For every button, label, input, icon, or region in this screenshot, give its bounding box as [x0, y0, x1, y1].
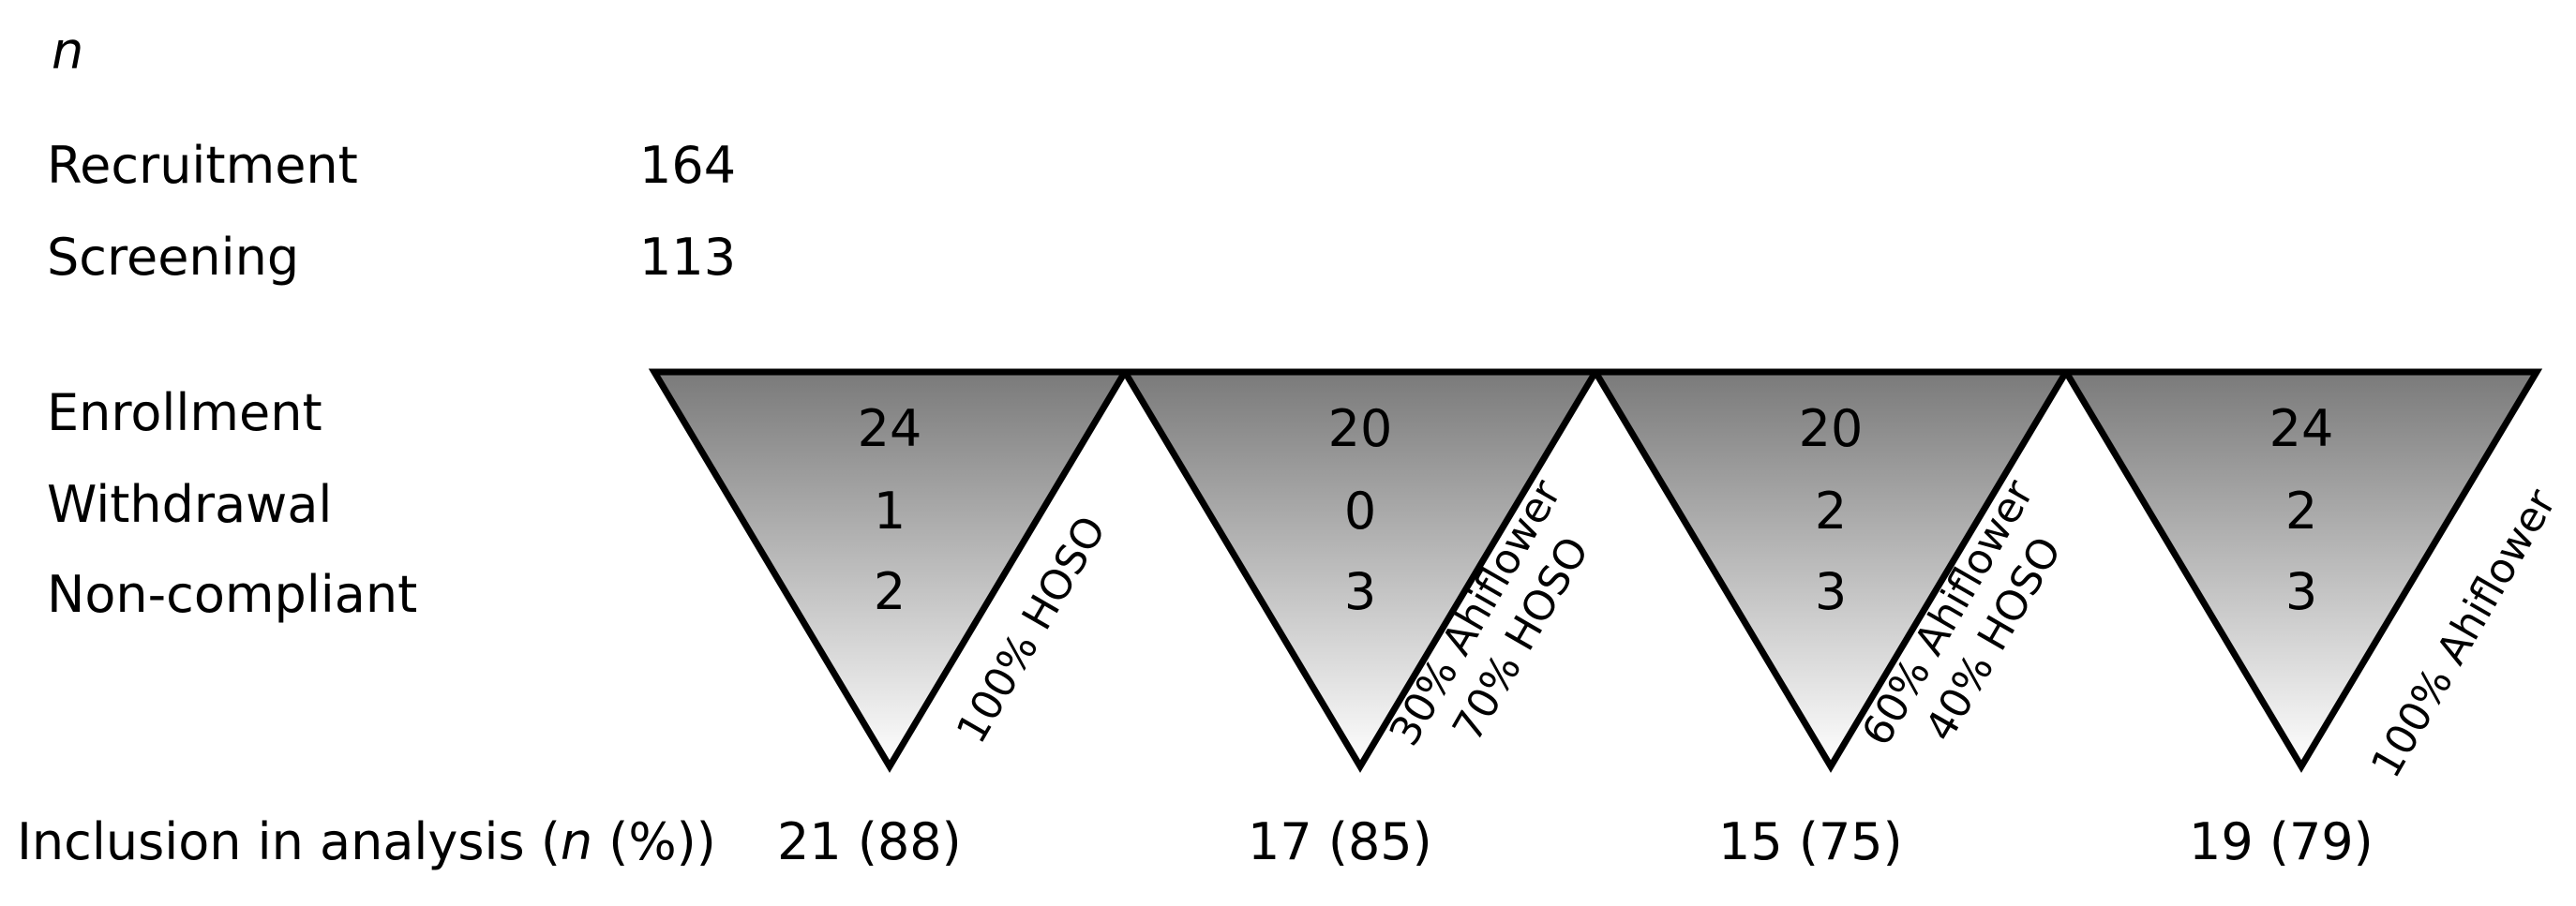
recruitment-label: Recruitment	[47, 136, 358, 195]
group-2-inclusion-value: 17 (85)	[1248, 812, 1432, 871]
group-2-enrollment-value: 20	[1328, 399, 1393, 458]
group-1-enrollment-value: 24	[858, 399, 922, 458]
noncompliant-label: Non-compliant	[47, 565, 418, 624]
group-3-inclusion-value: 15 (75)	[1718, 812, 1903, 871]
group-1-noncompliant-value: 2	[874, 562, 906, 621]
group-2-withdrawal-value: 0	[1344, 482, 1376, 541]
group-1-inclusion-value: 21 (88)	[777, 812, 962, 871]
group-2-noncompliant-value: 3	[1344, 562, 1376, 621]
group-4-noncompliant-value: 3	[2285, 562, 2317, 621]
group-1-withdrawal-value: 1	[874, 482, 906, 541]
group-4-enrollment-value: 24	[2269, 399, 2334, 458]
n-header: n	[52, 22, 84, 81]
withdrawal-label: Withdrawal	[47, 475, 333, 534]
group-4-withdrawal-value: 2	[2285, 482, 2317, 541]
triangle-shape	[1118, 368, 1602, 773]
group-3-noncompliant-value: 3	[1815, 562, 1847, 621]
screening-value: 113	[639, 228, 737, 287]
triangle-shape	[1589, 368, 2073, 773]
group-3-enrollment-value: 20	[1799, 399, 1864, 458]
enrollment-label: Enrollment	[47, 383, 322, 442]
screening-label: Screening	[47, 228, 300, 287]
triangle-shape	[2059, 368, 2543, 773]
recruitment-value: 164	[639, 136, 737, 195]
group-3-withdrawal-value: 2	[1815, 482, 1847, 541]
group-4-inclusion-value: 19 (79)	[2189, 812, 2374, 871]
inclusion-label: Inclusion in analysis (n (%))	[17, 812, 716, 871]
triangle-shape	[648, 368, 1131, 773]
